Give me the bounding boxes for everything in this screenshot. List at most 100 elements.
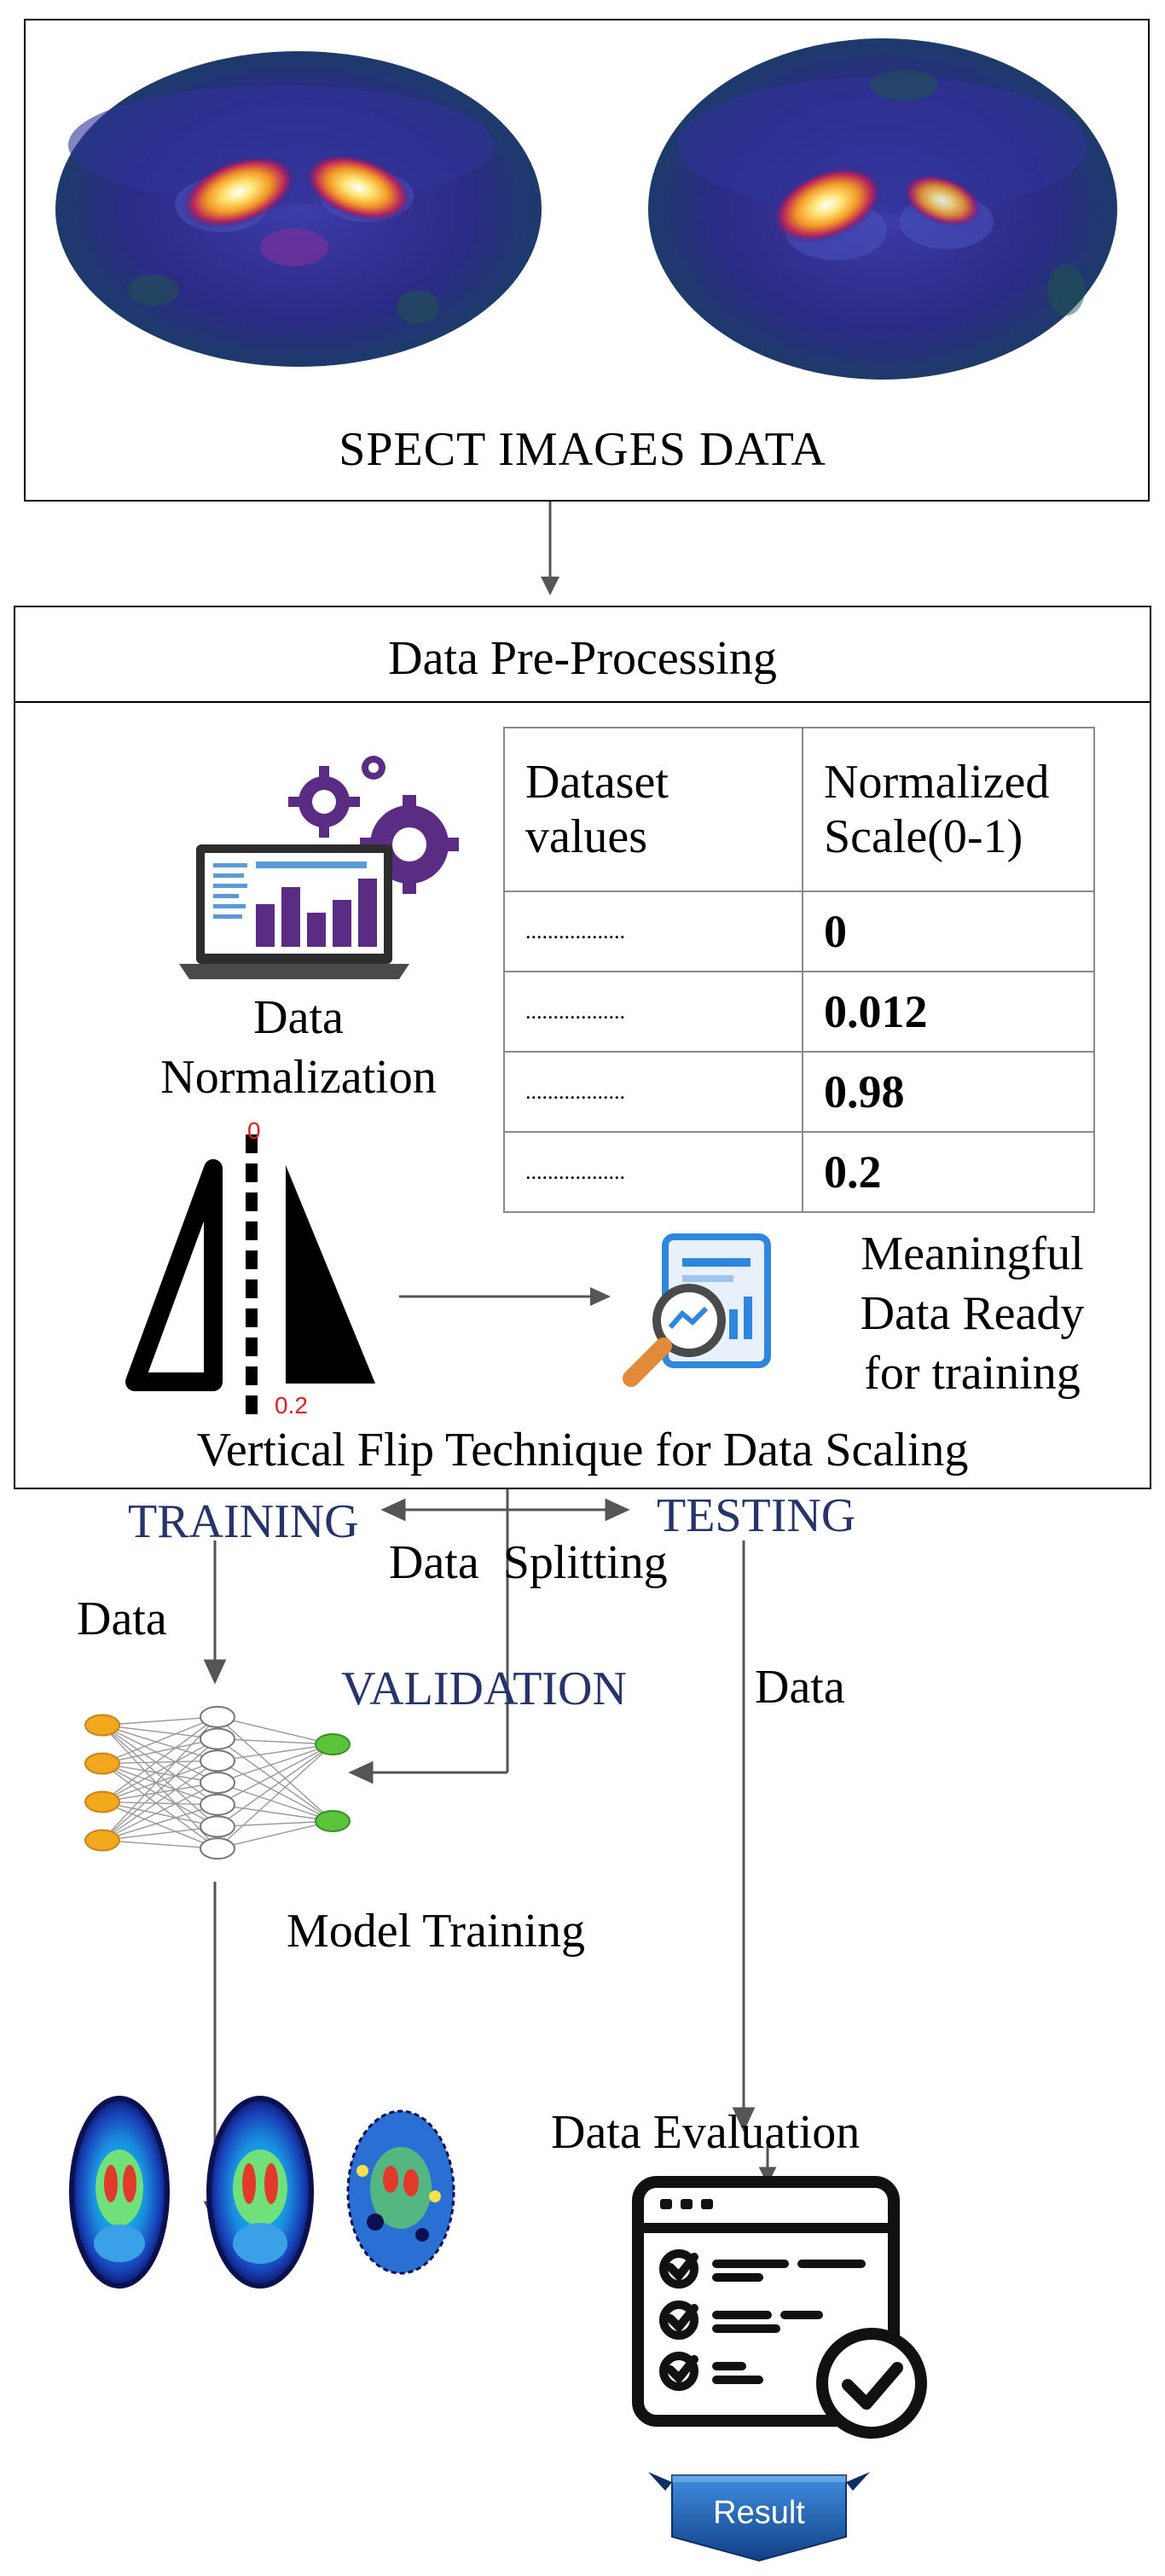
testing-data-label: Data (755, 1661, 845, 1714)
spect-scan-right (648, 38, 1117, 380)
dataset-cell: .................. (503, 971, 803, 1053)
brain-scan-3 (346, 2109, 455, 2275)
header-normalized-scale: Normalized Scale(0-1) (802, 727, 1095, 892)
network-edge (101, 1716, 218, 1726)
network-edge (217, 1743, 333, 1806)
network-edge (217, 1820, 333, 1828)
training-data-label: Data (77, 1593, 167, 1645)
dataset-cell: .................. (503, 1051, 803, 1133)
network-edge (101, 1724, 218, 1740)
data-normalization-label: Data Normalization (119, 988, 478, 1107)
network-edge (101, 1801, 218, 1849)
normalized-cell: 0.98 (802, 1051, 1095, 1133)
spect-caption: SPECT IMAGES DATA (339, 423, 826, 476)
network-node (200, 1705, 235, 1728)
network-edge (101, 1782, 218, 1803)
arrow-spect-to-preprocessing (541, 502, 559, 595)
network-edge (101, 1738, 218, 1803)
gear-icon (288, 756, 459, 894)
network-edge (217, 1716, 333, 1822)
table-row: .................. 0.2 (503, 1131, 1095, 1213)
data-normalization-icon (179, 756, 459, 979)
network-edge (101, 1762, 218, 1849)
table-row: .................. 0 (503, 891, 1095, 972)
network-edge (101, 1760, 218, 1842)
network-edge (101, 1762, 218, 1784)
network-edge (101, 1760, 218, 1803)
table-header-row: Dataset values Normalized Scale(0-1) (503, 727, 1095, 892)
flip-bottom-value: 0.2 (275, 1392, 308, 1419)
preprocessing-title-divider (14, 701, 1151, 703)
normalized-cell: 0 (802, 891, 1095, 972)
dataset-cell: .................. (503, 1131, 803, 1213)
network-edge (101, 1738, 218, 1842)
header-normalized-line-1: Normalized (824, 756, 1050, 809)
preprocessing-title: Data Pre-Processing (388, 632, 777, 685)
dataset-cell: .................. (503, 891, 803, 972)
network-edge (101, 1760, 218, 1765)
data-normalization-line-1: Data (253, 991, 344, 1044)
split-to-training-arrowhead (380, 1498, 406, 1522)
network-node (200, 1749, 235, 1772)
network-edge (101, 1716, 218, 1841)
network-edge (217, 1743, 333, 1761)
spect-scans (55, 38, 1117, 380)
meaningful-data-label: Meaningful Data Ready for training (810, 1224, 1134, 1403)
normalized-cell: 0.2 (802, 1131, 1095, 1213)
split-to-testing-arrowhead (605, 1498, 630, 1522)
network-node (200, 1772, 235, 1794)
network-node (315, 1810, 351, 1832)
network-edge (101, 1738, 218, 1765)
network-edge (217, 1743, 333, 1849)
validation-label: VALIDATION (341, 1662, 627, 1715)
brain-scan-images (69, 2096, 455, 2289)
network-edge (101, 1839, 218, 1849)
header-normalized-line-2: Scale(0-1) (824, 810, 1023, 863)
network-node (200, 1793, 235, 1816)
network-edge (101, 1725, 218, 1849)
brain-scan-2 (206, 2096, 314, 2289)
network-edge (101, 1801, 218, 1828)
spect-scan-left (55, 51, 542, 367)
network-node (200, 1727, 235, 1750)
meaningful-line-2: Data Ready (860, 1287, 1085, 1340)
network-node (84, 1829, 120, 1852)
network-node (315, 1733, 351, 1755)
network-node (84, 1714, 120, 1737)
network-edge (217, 1738, 333, 1822)
network-edge (101, 1762, 218, 1806)
network-edge (217, 1760, 333, 1822)
testing-label: TESTING (657, 1489, 856, 1542)
network-edge (217, 1716, 333, 1745)
header-dataset-values: Dataset values (503, 727, 803, 892)
network-node (84, 1790, 120, 1813)
flip-caption: Vertical Flip Technique for Data Scaling (196, 1424, 969, 1477)
table-row: .................. 0.012 (503, 971, 1095, 1053)
meaningful-line-3: for training (864, 1347, 1081, 1400)
network-edge (101, 1724, 218, 1761)
network-edge (217, 1820, 333, 1849)
network-edge (217, 1804, 333, 1822)
network-edge (217, 1782, 333, 1822)
vertical-flip-icon (125, 1134, 375, 1416)
network-edge (101, 1782, 218, 1842)
result-badge[interactable] (631, 2463, 887, 2566)
network-edge (101, 1762, 218, 1828)
testing-down-arrowhead (732, 2107, 756, 2132)
header-dataset-line-1: Dataset (525, 756, 669, 809)
table-row: .................. 0.98 (503, 1051, 1095, 1133)
network-edge (101, 1716, 218, 1803)
training-down-arrowhead (203, 1659, 227, 1685)
header-dataset-line-2: values (525, 810, 648, 863)
network-node (200, 1815, 235, 1838)
network-edge (101, 1724, 218, 1784)
normalized-cell: 0.012 (802, 971, 1095, 1053)
network-edge (217, 1743, 333, 1784)
data-analysis-icon (623, 1233, 771, 1387)
data-splitting-label: Data Splitting (389, 1536, 668, 1589)
network-node (200, 1837, 235, 1860)
arrow-flip-to-ready (399, 1287, 611, 1306)
training-label: TRAINING (128, 1495, 359, 1548)
result-label[interactable]: Result (713, 2495, 805, 2531)
normalization-table: Dataset values Normalized Scale(0-1) ...… (503, 727, 1095, 1213)
